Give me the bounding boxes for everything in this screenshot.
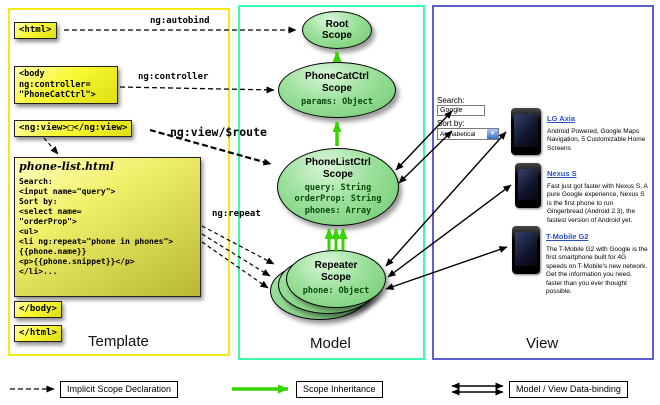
phone-list-line: <li ng:repeat="phone in phones"> (19, 236, 174, 246)
phone-list-line: "orderProp"> (19, 216, 77, 226)
phone-row-lg-axia: LG Axia Android Powered, Google Maps Nav… (511, 108, 649, 155)
phone-row-nexus-s: Nexus S Fast just got faster with Nexus … (515, 163, 649, 225)
phonelist-scope-title1: PhoneListCtrl (305, 157, 371, 169)
phone-screen (514, 114, 538, 147)
search-input[interactable] (437, 105, 485, 116)
phonelist-scope-ellipse: PhoneListCtrl Scope query: String orderP… (277, 148, 399, 226)
phone-list-line: <ul> (19, 226, 39, 236)
phone-desc: Fast just got faster with Nexus S. A pur… (547, 183, 648, 224)
body-open-line3: "PhoneCatCtrl"> (19, 90, 96, 101)
phone-link-tmobile-g2[interactable]: T-Mobile G2 (546, 232, 589, 241)
ng-controller-label: ng:controller (138, 72, 209, 82)
phonelist-scope-prop: phones: Array (304, 205, 372, 216)
phone-list-template-box: phone-list.html Search: <input name="que… (14, 157, 201, 297)
root-scope-ellipse: Root Scope (302, 11, 372, 49)
phone-list-title: phone-list.html (19, 160, 114, 173)
body-open-line2: ng:controller= (19, 79, 91, 90)
phone-image (515, 163, 541, 208)
phone-screen (518, 169, 538, 200)
phonecat-scope-prop: params: Object (301, 97, 373, 108)
repeater-scope-title1: Repeater (314, 260, 358, 272)
legend-scope-inheritance: Scope Inheritance (296, 381, 383, 398)
phonelist-scope-title2: Scope (322, 168, 353, 180)
phone-list-line: <input name="query"> (19, 186, 116, 196)
phone-list-line: Search: (19, 176, 53, 186)
html-open-box: <html> (14, 22, 57, 40)
phone-image (511, 108, 541, 155)
phone-list-line: Sort by: (19, 196, 58, 206)
body-open-line1: <body (19, 69, 45, 79)
view-column-label: View (526, 335, 559, 352)
body-open-box: <body ng:controller= "PhoneCatCtrl"> (14, 66, 118, 104)
template-column-label: Template (88, 333, 149, 350)
sort-select[interactable]: Alphabetical ▼ (437, 128, 499, 140)
ng-view-box: <ng:view>□</ng:view> (14, 120, 133, 138)
phone-row-tmobile-g2: T-Mobile G2 The T-Mobile G2 with Google … (512, 226, 648, 297)
phone-image (512, 226, 540, 274)
phone-list-line: <p>{{phone.snippet}}</p> (19, 256, 135, 266)
phonecat-scope-ellipse: PhoneCatCtrl Scope params: Object (278, 62, 396, 118)
phone-link-nexus-s[interactable]: Nexus S (547, 169, 577, 178)
ng-autobind-label: ng:autobind (150, 16, 210, 26)
chevron-down-icon[interactable]: ▼ (487, 129, 498, 139)
model-column-label: Model (310, 335, 351, 352)
sort-select-value: Alphabetical (440, 130, 476, 138)
root-scope-title1: Root (325, 18, 349, 30)
phone-screen (515, 232, 537, 266)
legend-data-binding: Model / View Data-binding (509, 381, 628, 398)
repeater-scope-ellipse: Repeater Scope phone: Object (286, 250, 386, 308)
phonelist-scope-prop: query: String (304, 183, 372, 194)
sort-by-label: Sort by: (437, 119, 465, 128)
phonelist-scope-prop: orderProp: String (294, 194, 382, 205)
phone-list-line: <select name= (19, 206, 82, 216)
phonecat-scope-title2: Scope (321, 82, 352, 94)
phone-list-line: {{phone.name}} (19, 246, 87, 256)
legend-implicit-scope: Implicit Scope Declaration (60, 381, 179, 398)
ng-view-route-label: ng:view/$route (170, 125, 267, 139)
phone-desc: The T-Mobile G2 with Google is the first… (546, 246, 648, 296)
phone-desc: Android Powered, Google Maps Navigation,… (547, 128, 646, 152)
phonecat-scope-title1: PhoneCatCtrl (305, 71, 369, 83)
search-label: Search: (437, 96, 465, 105)
template-column-frame (8, 8, 230, 356)
repeater-scope-title2: Scope (320, 271, 351, 283)
repeater-scope-prop: phone: Object (302, 286, 370, 297)
phone-link-lg-axia[interactable]: LG Axia (547, 114, 576, 123)
root-scope-title2: Scope (321, 30, 352, 41)
html-close-box: </html> (14, 325, 62, 343)
ng-repeat-label: ng:repeat (212, 209, 261, 219)
body-close-box: </body> (14, 301, 62, 319)
phone-list-line: </li>... (19, 266, 58, 276)
